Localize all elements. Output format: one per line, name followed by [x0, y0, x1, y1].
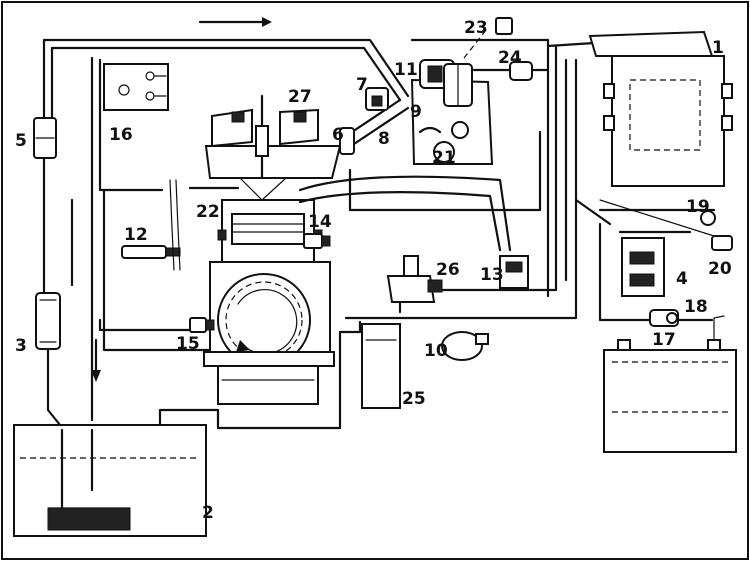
- label-12: 12: [124, 225, 148, 245]
- label-20: 20: [708, 259, 732, 279]
- cylinder-head: [204, 94, 342, 180]
- battery: [603, 315, 737, 453]
- warning-lamp: [700, 210, 716, 226]
- fuel-pump-relay: [441, 331, 489, 361]
- pressure-regulator: [433, 121, 469, 163]
- label-13: 13: [480, 265, 504, 285]
- label-5: 5: [15, 131, 27, 151]
- flow-arrow-top: [198, 17, 272, 27]
- label-19: 19: [686, 197, 710, 217]
- label-14: 14: [308, 212, 332, 232]
- fuel-tank: [13, 424, 207, 537]
- label-17: 17: [652, 330, 676, 350]
- wiring-harness: [102, 179, 240, 352]
- crankcase: [203, 261, 335, 405]
- label-21: 21: [432, 148, 456, 168]
- control-unit: [103, 63, 169, 111]
- label-9: 9: [410, 102, 422, 122]
- charcoal-canister: [546, 30, 733, 187]
- oxygen-sensor: [303, 233, 331, 249]
- fuel-pressure-accumulator: [33, 117, 57, 159]
- fuel-filter: [35, 292, 61, 350]
- flow-arrow-down: [91, 338, 101, 382]
- coolant-temperature-sensor: [121, 245, 181, 259]
- label-16: 16: [109, 125, 133, 145]
- label-11: 11: [394, 60, 418, 80]
- distributor: [386, 255, 443, 303]
- injector: [339, 127, 355, 155]
- label-15: 15: [176, 334, 200, 354]
- callout-labels: 1 2 3 4 5 6 7 8 9 10 11 12 13 14 15 16 1…: [15, 18, 732, 523]
- vacuum-connector: [463, 17, 513, 59]
- label-22: 22: [196, 202, 220, 222]
- expansion-tank: [361, 323, 401, 409]
- fuel-lines: [42, 38, 410, 510]
- label-6: 6: [332, 125, 344, 145]
- air-flow-meter: [443, 63, 473, 107]
- label-23: 23: [464, 18, 488, 38]
- label-2: 2: [202, 503, 214, 523]
- label-25: 25: [402, 389, 426, 409]
- label-26: 26: [436, 260, 460, 280]
- ignition-switch: [649, 309, 679, 327]
- label-4: 4: [676, 269, 688, 289]
- label-8: 8: [378, 129, 390, 149]
- label-7: 7: [356, 75, 368, 95]
- label-10: 10: [424, 341, 448, 361]
- relay-box: [621, 237, 665, 297]
- right-wiring: [344, 38, 716, 322]
- check-valve: [472, 61, 550, 81]
- throttle-switch: [365, 87, 389, 111]
- label-18: 18: [684, 297, 708, 317]
- label-1: 1: [712, 38, 724, 58]
- ignition-coil: [499, 255, 529, 289]
- crankshaft-sensor: [189, 317, 215, 333]
- cylinder-block: [217, 177, 323, 269]
- label-3: 3: [15, 336, 27, 356]
- diagnosis-connector: [711, 235, 733, 251]
- label-27: 27: [288, 87, 312, 107]
- label-24: 24: [498, 48, 522, 68]
